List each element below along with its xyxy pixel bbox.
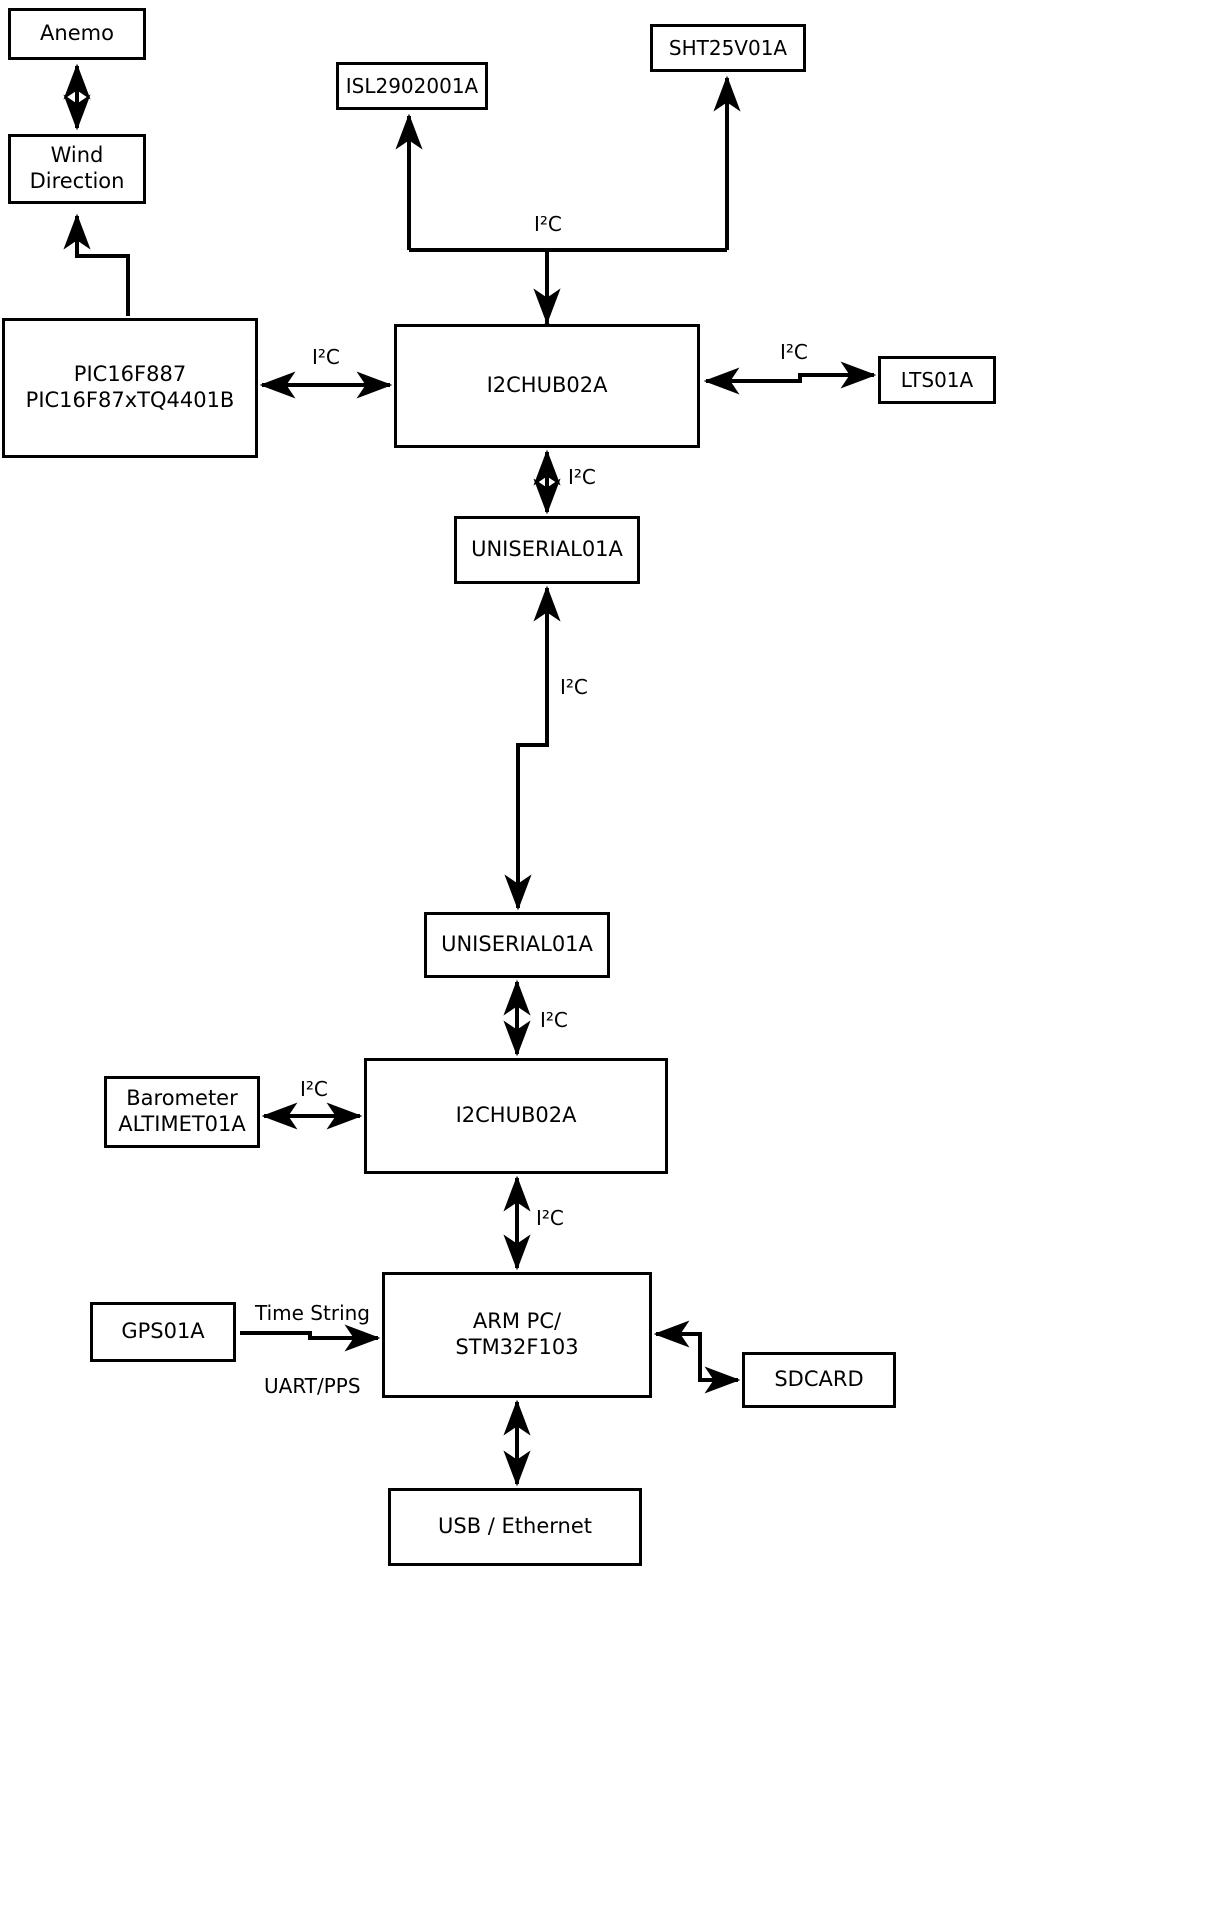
wire-arm-sdcard [656, 1332, 741, 1394]
edge-label-i2c-uniserial-link: I²C [560, 675, 588, 699]
node-wind-direction[interactable]: Wind Direction [8, 134, 146, 204]
edge-label-i2c-uniserial-hub2: I²C [540, 1008, 568, 1032]
wire-sdcard-arm [653, 1320, 738, 1382]
node-barometer-altimet01a[interactable]: Barometer ALTIMET01A [104, 1076, 260, 1148]
node-usb-ethernet[interactable]: USB / Ethernet [388, 1488, 642, 1566]
wire-gps-arm [240, 1324, 381, 1352]
node-sht25v01a[interactable]: SHT25V01A [650, 24, 806, 72]
node-i2chub02a-top[interactable]: I2CHUB02A [394, 324, 700, 448]
node-anemo[interactable]: Anemo [8, 8, 146, 60]
wire-pic-wind [63, 213, 130, 316]
wire-uni1-uni2 [504, 588, 549, 911]
node-isl2902001a[interactable]: ISL2902001A [336, 62, 488, 110]
wire-lts-hub-left [703, 367, 874, 395]
node-lts01a[interactable]: LTS01A [878, 356, 996, 404]
wire-uni2-uni1 [516, 585, 561, 908]
edge-label-i2c-hub-uniserial: I²C [568, 465, 596, 489]
node-sdcard[interactable]: SDCARD [742, 1352, 896, 1408]
node-i2chub02a-bottom[interactable]: I2CHUB02A [364, 1058, 668, 1174]
node-arm-pc-stm32f103[interactable]: ARM PC/ STM32F103 [382, 1272, 652, 1398]
node-uniserial01a-upper[interactable]: UNISERIAL01A [454, 516, 640, 584]
edge-label-i2c-barometer-hub2: I²C [300, 1077, 328, 1101]
edge-label-i2c-pic-hub: I²C [312, 345, 340, 369]
edge-label-i2c-hub-sensors: I²C [534, 212, 562, 236]
node-uniserial01a-lower[interactable]: UNISERIAL01A [424, 912, 610, 978]
node-gps01a[interactable]: GPS01A [90, 1302, 236, 1362]
edge-label-uart-pps: UART/PPS [264, 1374, 361, 1398]
wire-hub-lts-right [706, 361, 877, 389]
edge-label-time-string: Time String [255, 1301, 370, 1325]
edge-label-i2c-hub2-arm: I²C [536, 1206, 564, 1230]
node-pic-microcontroller[interactable]: PIC16F887 PIC16F87xTQ4401B [2, 318, 258, 458]
edge-label-i2c-hub-lts: I²C [780, 340, 808, 364]
